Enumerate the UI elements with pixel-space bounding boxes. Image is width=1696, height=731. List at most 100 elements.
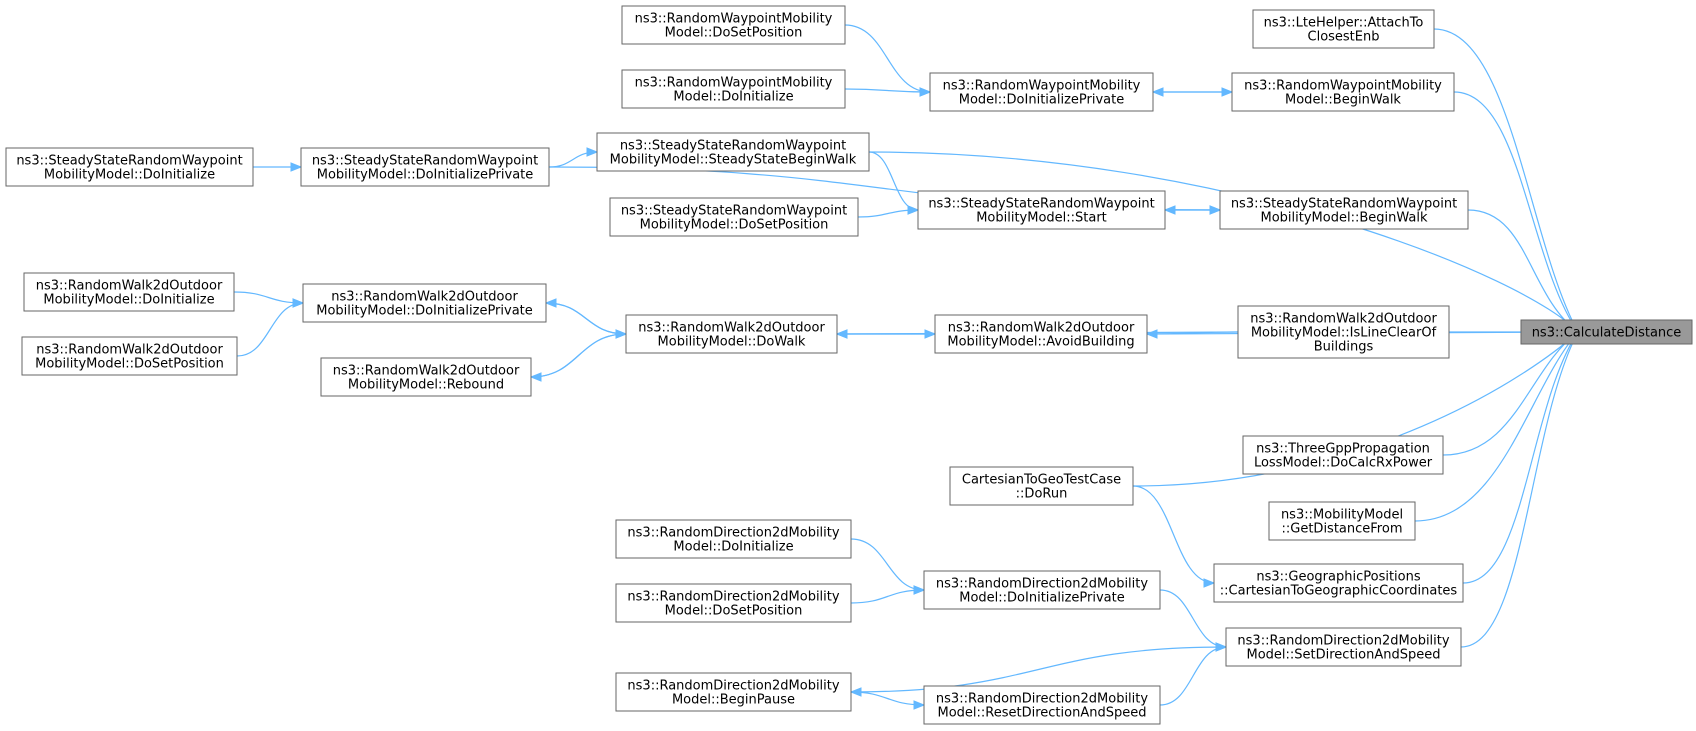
function-name-label: ns3::RandomDirection2dMobility — [936, 692, 1148, 707]
function-name-label: ns3::SteadyStateRandomWaypoint — [1231, 197, 1457, 212]
function-node[interactable]: ns3::RandomWalk2dOutdoorMobilityModel::D… — [21, 336, 238, 376]
function-name-label: ns3::RandomWaypointMobility — [635, 12, 833, 27]
arrowhead-icon — [544, 298, 557, 308]
function-node[interactable]: ns3::ThreeGppPropagationLossModel::DoCal… — [1242, 435, 1444, 475]
function-name-label: ns3::GeographicPositions — [1256, 570, 1420, 585]
function-name-label: ns3::RandomWalk2dOutdoor — [36, 343, 223, 358]
function-name-label: ns3::LteHelper::AttachTo — [1264, 16, 1424, 31]
function-name-label: MobilityModel::DoInitializePrivate — [317, 168, 534, 183]
function-name-label: ns3::SteadyStateRandomWaypoint — [620, 139, 846, 154]
arrowhead-icon — [1163, 205, 1176, 215]
function-name-label: MobilityModel::DoSetPosition — [35, 357, 224, 372]
function-name-label: Model::BeginPause — [672, 693, 795, 708]
edge-rd_doinit-to-rd_doinitpriv — [850, 538, 926, 595]
function-name-label: ns3::RandomWaypointMobility — [635, 76, 833, 91]
function-name-label: CartesianToGeoTestCase — [962, 473, 1121, 488]
edge-cart_test-to-geo_cart — [1132, 485, 1216, 588]
edge-ss_beginwalk-to-ss_start — [1163, 205, 1221, 215]
function-name-label: ns3::SteadyStateRandomWaypoint — [312, 154, 538, 169]
function-name-label: ns3::RandomWalk2dOutdoor — [948, 321, 1135, 336]
function-name-label: LossModel::DoCalcRxPower — [1254, 456, 1433, 471]
function-name-label: MobilityModel::BeginWalk — [1261, 211, 1428, 226]
function-name-label: Model::DoInitializePrivate — [959, 591, 1124, 606]
arrowhead-icon — [615, 329, 628, 339]
function-node[interactable]: ns3::RandomDirection2dMobilityModel::Res… — [923, 685, 1161, 725]
function-name-label: ns3::RandomWalk2dOutdoor — [36, 279, 223, 294]
arrowhead-icon — [1203, 578, 1216, 588]
function-node[interactable]: ns3::SteadyStateRandomWaypointMobilityMo… — [596, 132, 870, 172]
function-name-label: ns3::RandomDirection2dMobility — [936, 577, 1148, 592]
edge-rw_rebound-to-rw_dowalk — [530, 329, 628, 378]
function-name-label: ns3::RandomWaypointMobility — [1244, 79, 1442, 94]
function-name-label: Model::SetDirectionAndSpeed — [1246, 648, 1440, 663]
edge-rwp_beginwalk-to-rwp_doinitpriv — [1151, 87, 1232, 97]
function-name-label: MobilityModel::DoInitialize — [44, 168, 215, 183]
function-name-label: Model::BeginWalk — [1285, 93, 1401, 108]
function-node[interactable]: ns3::SteadyStateRandomWaypointMobilityMo… — [300, 147, 550, 187]
function-name-label: ns3::RandomWalk2dOutdoor — [331, 290, 518, 305]
arrowhead-icon — [292, 298, 305, 308]
function-node[interactable]: ns3::SteadyStateRandomWaypointMobilityMo… — [917, 190, 1166, 230]
function-node[interactable]: ns3::RandomWalk2dOutdoorMobilityModel::I… — [1237, 305, 1450, 359]
function-node[interactable]: ns3::SteadyStateRandomWaypointMobilityMo… — [1219, 190, 1469, 230]
function-node[interactable]: ns3::RandomWaypointMobilityModel::BeginW… — [1231, 72, 1455, 112]
function-name-label: ns3::SteadyStateRandomWaypoint — [928, 197, 1154, 212]
function-node[interactable]: ns3::RandomDirection2dMobilityModel::DoI… — [615, 519, 852, 559]
function-name-label: ::GetDistanceFrom — [1282, 522, 1403, 537]
function-name-label: MobilityModel::DoSetPosition — [640, 218, 829, 233]
function-node[interactable]: ns3::RandomWaypointMobilityModel::DoSetP… — [621, 5, 846, 45]
edge-rw_dowalk-to-rw_doinitpriv — [544, 298, 627, 335]
function-name-label: ns3::RandomDirection2dMobility — [627, 679, 839, 694]
target-function-node[interactable]: ns3::CalculateDistance — [1520, 319, 1693, 345]
arrowhead-icon — [835, 329, 848, 339]
function-node[interactable]: ns3::RandomDirection2dMobilityModel::Beg… — [615, 672, 852, 712]
function-name-label: ns3::RandomWalk2dOutdoor — [1250, 312, 1437, 327]
edge-ss_doinitpriv-to-ss_steadybeginwalk — [548, 147, 599, 168]
function-name-label: MobilityModel::AvoidBuilding — [947, 335, 1134, 350]
function-name-label: ns3::RandomWaypointMobility — [943, 79, 1141, 94]
function-name-label: ns3::RandomDirection2dMobility — [1237, 634, 1449, 649]
function-name-label: ns3::CalculateDistance — [1532, 326, 1682, 341]
edge-rw_dosetpos-to-rw_doinitpriv — [236, 298, 305, 357]
function-name-label: ns3::ThreeGppPropagation — [1256, 442, 1430, 457]
function-node[interactable]: ns3::SteadyStateRandomWaypointMobilityMo… — [609, 197, 859, 237]
function-node[interactable]: ns3::RandomWalk2dOutdoorMobilityModel::D… — [302, 283, 547, 323]
function-node[interactable]: ns3::RandomWalk2dOutdoorMobilityModel::R… — [320, 357, 532, 397]
function-node[interactable]: ns3::RandomWalk2dOutdoorMobilityModel::D… — [23, 272, 235, 312]
function-name-label: ns3::RandomWalk2dOutdoor — [638, 321, 825, 336]
edge-rw_dowalk-to-rw_rebound — [529, 333, 627, 382]
arrowhead-icon — [907, 205, 920, 215]
edge-lte_attach-to-calc — [1433, 28, 1590, 337]
function-name-label: ::DoRun — [1016, 487, 1068, 502]
function-node[interactable]: ns3::RandomWaypointMobilityModel::DoInit… — [929, 72, 1154, 112]
edge-ss_doinit-to-ss_doinitpriv — [253, 162, 303, 172]
function-node[interactable]: ns3::MobilityModel::GetDistanceFrom — [1268, 501, 1416, 541]
function-name-label: ns3::SteadyStateRandomWaypoint — [16, 154, 242, 169]
arrowhead-icon — [919, 87, 932, 97]
function-node[interactable]: CartesianToGeoTestCase::DoRun — [949, 466, 1134, 506]
function-name-label: ns3::MobilityModel — [1281, 508, 1403, 523]
function-node[interactable]: ns3::RandomWalk2dOutdoorMobilityModel::D… — [625, 314, 838, 354]
function-node[interactable]: ns3::SteadyStateRandomWaypointMobilityMo… — [5, 147, 254, 187]
function-node[interactable]: ns3::GeographicPositions::CartesianToGeo… — [1213, 563, 1464, 603]
function-name-label: MobilityModel::IsLineClearOf — [1251, 326, 1437, 341]
function-name-label: ns3::RandomDirection2dMobility — [627, 526, 839, 541]
function-node[interactable]: ns3::RandomWalk2dOutdoorMobilityModel::A… — [934, 314, 1148, 354]
edge-rwp_doinit-to-rwp_doinitpriv — [844, 87, 932, 97]
function-name-label: MobilityModel::DoInitialize — [43, 293, 214, 308]
function-node[interactable]: ns3::RandomDirection2dMobilityModel::Set… — [1225, 627, 1462, 667]
function-name-label: MobilityModel::DoWalk — [658, 335, 806, 350]
function-name-label: Model::DoSetPosition — [665, 604, 803, 619]
edge-rd_dosetpos-to-rd_doinitpriv — [850, 585, 926, 604]
function-node[interactable]: ns3::RandomDirection2dMobilityModel::DoI… — [923, 570, 1161, 610]
function-name-label: Model::DoInitializePrivate — [959, 93, 1124, 108]
function-name-label: Model::DoInitialize — [673, 90, 793, 105]
function-name-label: ClosestEnb — [1308, 30, 1380, 45]
edge-ss_dosetpos-to-ss_start — [857, 205, 920, 218]
edge-rd_reset-to-rd_setdir — [1159, 642, 1228, 706]
function-node[interactable]: ns3::RandomDirection2dMobilityModel::DoS… — [615, 583, 852, 623]
function-node[interactable]: ns3::RandomWaypointMobilityModel::DoInit… — [621, 69, 846, 109]
edge-ss_steadybeginwalk-to-ss_start — [868, 151, 920, 215]
